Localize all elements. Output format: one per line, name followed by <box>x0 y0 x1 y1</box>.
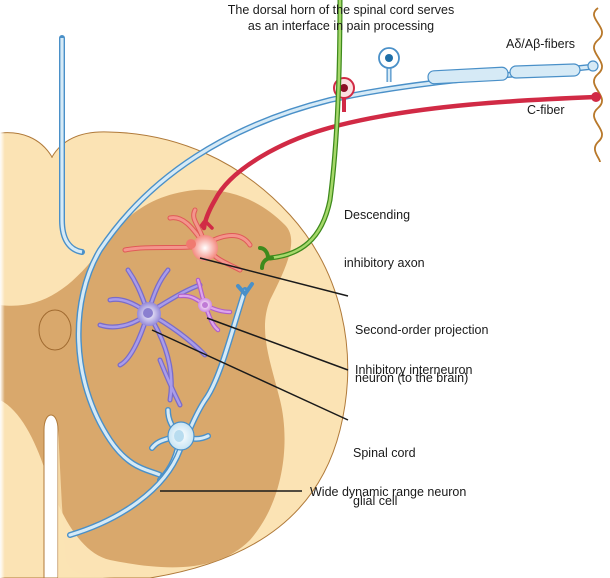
glial-cell <box>97 267 208 408</box>
c-fiber-terminal <box>591 92 601 102</box>
label-projection-neuron: Second-order projection neuron (to the b… <box>355 290 488 402</box>
projection-neuron-nucleus <box>186 239 196 249</box>
label-glial-line-2: glial cell <box>353 494 398 508</box>
a-fiber-dorsal-column-core <box>60 38 83 254</box>
myelin-sheath-2 <box>509 63 581 79</box>
descending-inhibitory-axon-core <box>269 0 342 260</box>
title-line-2: as an interface in pain processing <box>247 19 435 33</box>
label-glial-line-1: Spinal cord <box>353 446 416 460</box>
c-fiber-ganglion-nucleus <box>340 84 348 92</box>
label-descending-axon: Descending inhibitory axon <box>344 175 425 287</box>
label-wdr-neuron: Wide dynamic range neuron <box>310 485 467 499</box>
glial-cell-nucleus <box>143 308 153 318</box>
wdr-neuron <box>67 407 211 538</box>
leader-projection <box>199 257 349 297</box>
descending-axon-fork <box>258 246 274 270</box>
label-inhibitory-interneuron: Inhibitory interneuron <box>355 363 473 377</box>
label-a-fibers: Aδ/Aβ-fibers <box>506 37 576 51</box>
label-c-fiber: C-fiber <box>527 103 565 117</box>
leader-glial <box>151 329 349 421</box>
peripheral-nerve-ending <box>593 7 603 163</box>
inhibitory-interneuron <box>177 277 233 333</box>
label-descending-line-2: inhibitory axon <box>344 256 425 270</box>
ventral-white-column <box>58 430 120 578</box>
interneuron-nucleus <box>202 302 208 308</box>
anterior-median-fissure <box>43 414 59 578</box>
label-projection-line-2: neuron (to the brain) <box>355 371 469 385</box>
label-glial-cell: Spinal cord glial cell <box>353 413 416 525</box>
myelin-sheath-1 <box>427 66 509 85</box>
diagram-title: The dorsal horn of the spinal cord serve… <box>196 2 486 34</box>
label-projection-line-1: Second-order projection <box>355 323 489 337</box>
projection-neuron <box>122 207 253 273</box>
leader-interneuron <box>206 317 349 371</box>
a-fiber-branch-fork <box>236 282 254 298</box>
a-fiber-terminal <box>587 60 599 72</box>
wdr-neuron-nucleus <box>174 430 184 442</box>
title-line-1: The dorsal horn of the spinal cord serve… <box>227 3 455 17</box>
dorsal-horn-gray-matter <box>0 189 292 568</box>
label-descending-line-1: Descending <box>344 208 411 222</box>
left-fade <box>0 130 40 578</box>
a-fiber-ganglion-nucleus <box>385 54 393 62</box>
c-fiber <box>201 94 599 231</box>
central-canal <box>38 309 72 351</box>
leader-lines <box>151 257 349 492</box>
